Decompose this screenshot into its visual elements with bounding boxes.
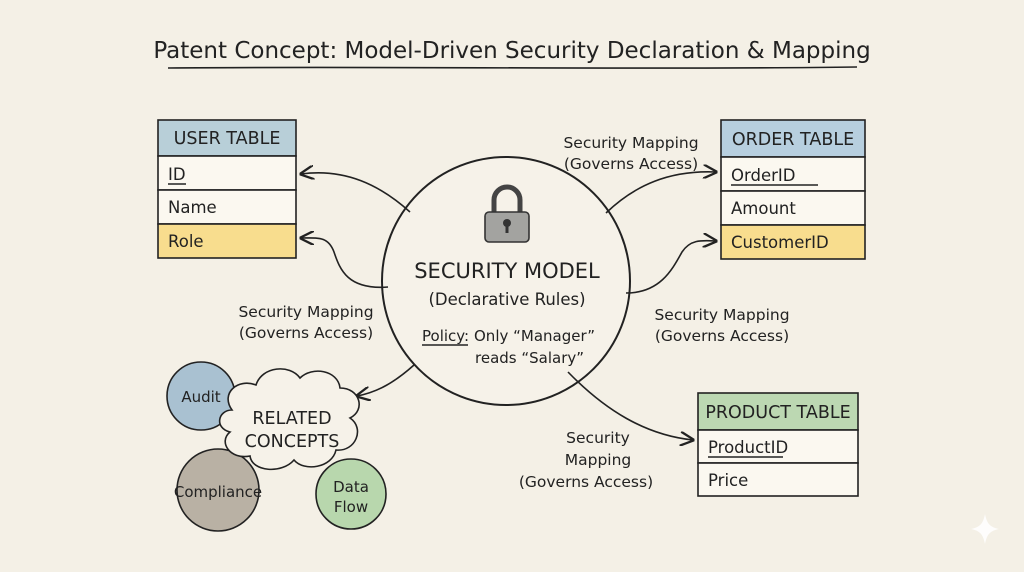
arrow-to-product-table — [567, 371, 693, 440]
arrow-to-user-role — [301, 238, 389, 288]
sparkle-icon — [971, 514, 999, 544]
compliance-label: Compliance — [174, 483, 262, 501]
product-table: PRODUCT TABLE ProductID Price — [697, 392, 859, 497]
user-table: USER TABLE ID Name Role — [157, 119, 297, 259]
order-field-customerid: CustomerID — [731, 233, 829, 252]
security-model-title: SECURITY MODEL — [414, 259, 600, 283]
order-table-header — [720, 119, 866, 158]
mapping-bottom-right-line3: (Governs Access) — [519, 473, 653, 491]
related-concepts-cloud — [218, 368, 360, 471]
policy-label: Policy: — [422, 327, 469, 345]
user-field-role: Role — [168, 232, 204, 251]
arrow-to-order-customerid — [625, 241, 716, 294]
order-field-amount-row — [720, 190, 866, 226]
audit-label: Audit — [181, 388, 220, 406]
compliance-bubble — [176, 448, 260, 532]
arrow-to-user-id — [301, 173, 411, 213]
user-table-title: USER TABLE — [174, 129, 281, 149]
page-title-group: Patent Concept: Model-Driven Security De… — [153, 38, 871, 69]
user-field-id: ID — [168, 165, 186, 184]
security-model-circle — [381, 156, 631, 406]
title-underline — [167, 66, 858, 69]
user-field-role-row — [157, 223, 297, 259]
related-concepts-title-line1: RELATED — [252, 409, 331, 429]
mapping-left-line1: Security Mapping — [238, 303, 373, 321]
security-model-subtitle: (Declarative Rules) — [428, 290, 585, 309]
order-field-orderid: OrderID — [731, 166, 795, 185]
product-field-productid: ProductID — [708, 438, 788, 457]
mapping-right-line1: Security Mapping — [654, 306, 789, 324]
order-field-amount: Amount — [731, 199, 796, 218]
order-field-customerid-row — [720, 224, 866, 260]
data-flow-label-line1: Data — [333, 478, 369, 496]
mapping-top-right-line2: (Governs Access) — [564, 155, 698, 173]
related-concepts: Audit Compliance Data Flow RELATED CONCE… — [166, 361, 387, 532]
order-table-title: ORDER TABLE — [732, 130, 854, 150]
order-table: ORDER TABLE OrderID Amount CustomerID — [720, 119, 866, 260]
product-field-price-row — [697, 462, 859, 497]
mapping-bottom-right-line2: Mapping — [565, 451, 632, 469]
product-table-title: PRODUCT TABLE — [705, 403, 850, 423]
policy-text-line2: reads “Salary” — [475, 349, 584, 367]
arrow-to-order-orderid — [605, 172, 716, 214]
connectors — [301, 172, 716, 440]
related-concepts-title-line2: CONCEPTS — [245, 432, 340, 452]
product-field-price: Price — [708, 471, 748, 490]
security-model: SECURITY MODEL (Declarative Rules) Polic… — [381, 156, 631, 406]
padlock-icon — [484, 184, 530, 243]
data-flow-bubble — [315, 458, 387, 530]
mapping-labels: Security Mapping (Governs Access) Securi… — [238, 134, 789, 491]
mapping-top-right-line1: Security Mapping — [563, 134, 698, 152]
arrow-to-related-concepts — [357, 364, 415, 396]
data-flow-label-line2: Flow — [334, 498, 368, 516]
mapping-bottom-right-line1: Security — [566, 429, 630, 447]
page-title: Patent Concept: Model-Driven Security De… — [153, 38, 870, 64]
policy-text-line1: Only “Manager” — [474, 327, 595, 345]
mapping-left-line2: (Governs Access) — [239, 324, 373, 342]
user-table-header — [157, 119, 297, 157]
user-field-name: Name — [168, 198, 217, 217]
mapping-right-line2: (Governs Access) — [655, 327, 789, 345]
